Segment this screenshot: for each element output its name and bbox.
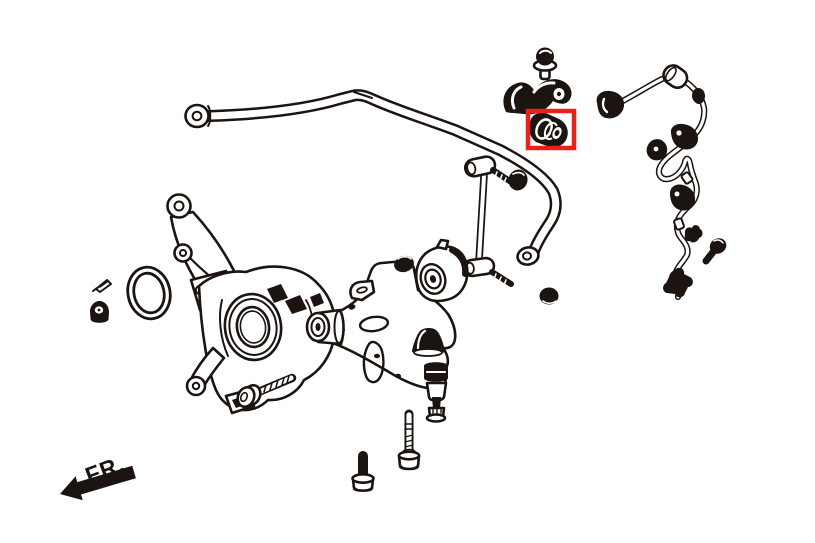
stabilizer-bushing-bracket [503,79,572,115]
hub-bearing-bore [223,292,283,362]
abs-harness-bolt [702,238,727,265]
control-arm-front-bushing [305,308,345,346]
stabilizer-bar-end-eyelet [516,246,540,266]
ball-joint [424,362,448,423]
steering-knuckle [166,193,337,415]
abs-harness-connector [596,90,625,119]
abs-harness-clips [646,87,705,298]
stabilizer-bracket-bolt [532,47,558,81]
stabilizer-bar-bushing [528,112,568,148]
highlight-box [525,108,577,151]
stabilizer-end-link [462,155,514,287]
ball-joint-boot [411,328,446,357]
control-arm-rear-bushing [415,238,469,303]
knuckle-pinch-bolt [236,373,297,409]
stabilizer-bar-left-eyelet [184,103,212,129]
front-direction-arrow: FR. [60,450,136,501]
front-label: FR. [82,450,129,488]
control-arm-bolt-short [351,451,375,492]
control-arm-nut [394,255,414,273]
ball-joint-castle-nut [425,406,447,423]
stabilizer-flange-nut [539,287,559,305]
lower-control-arm [305,238,469,423]
control-arm-bolt-long [397,409,421,471]
snap-ring [126,265,172,321]
stabilizer-bar [204,89,562,262]
abs-harness-grommet [662,64,689,90]
cap-nut [90,301,109,323]
stabilizer-link-nut [508,169,528,191]
cotter-pin [92,279,112,293]
abs-sensor-harness [596,64,727,301]
